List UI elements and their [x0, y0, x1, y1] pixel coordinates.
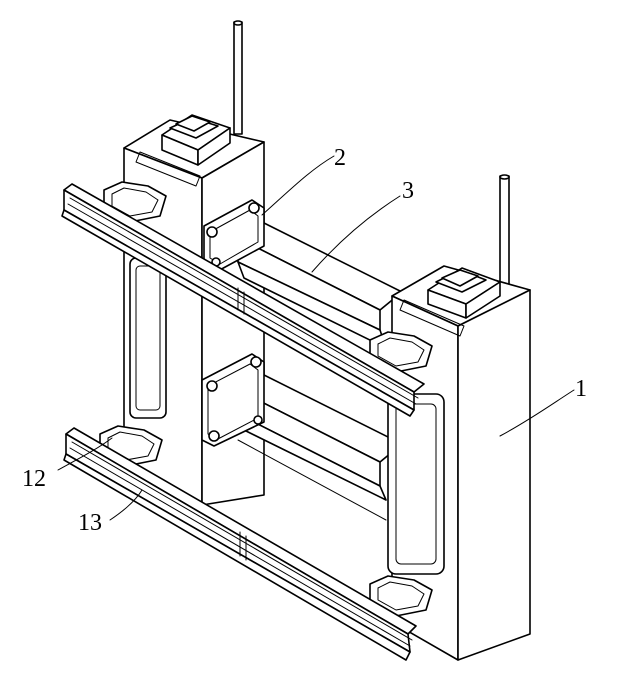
label-text-1: 1 — [575, 376, 587, 402]
label-text-13: 13 — [78, 510, 102, 536]
label-12: 12 — [22, 437, 113, 492]
lower-flange — [201, 353, 265, 447]
label-1: 1 — [499, 376, 587, 437]
upper-beam — [237, 221, 403, 349]
label-text-12: 12 — [22, 466, 46, 492]
upper-rail — [61, 183, 425, 417]
rear-window — [129, 257, 167, 419]
lower-rail — [63, 427, 417, 661]
label-2: 2 — [261, 145, 346, 216]
front-guide-rod — [499, 175, 510, 297]
label-text-2: 2 — [334, 145, 346, 171]
label-3: 3 — [311, 178, 414, 273]
rear-guide-rod — [233, 21, 243, 135]
label-13: 13 — [78, 489, 143, 536]
label-text-3: 3 — [402, 178, 414, 204]
front-window — [387, 393, 445, 575]
